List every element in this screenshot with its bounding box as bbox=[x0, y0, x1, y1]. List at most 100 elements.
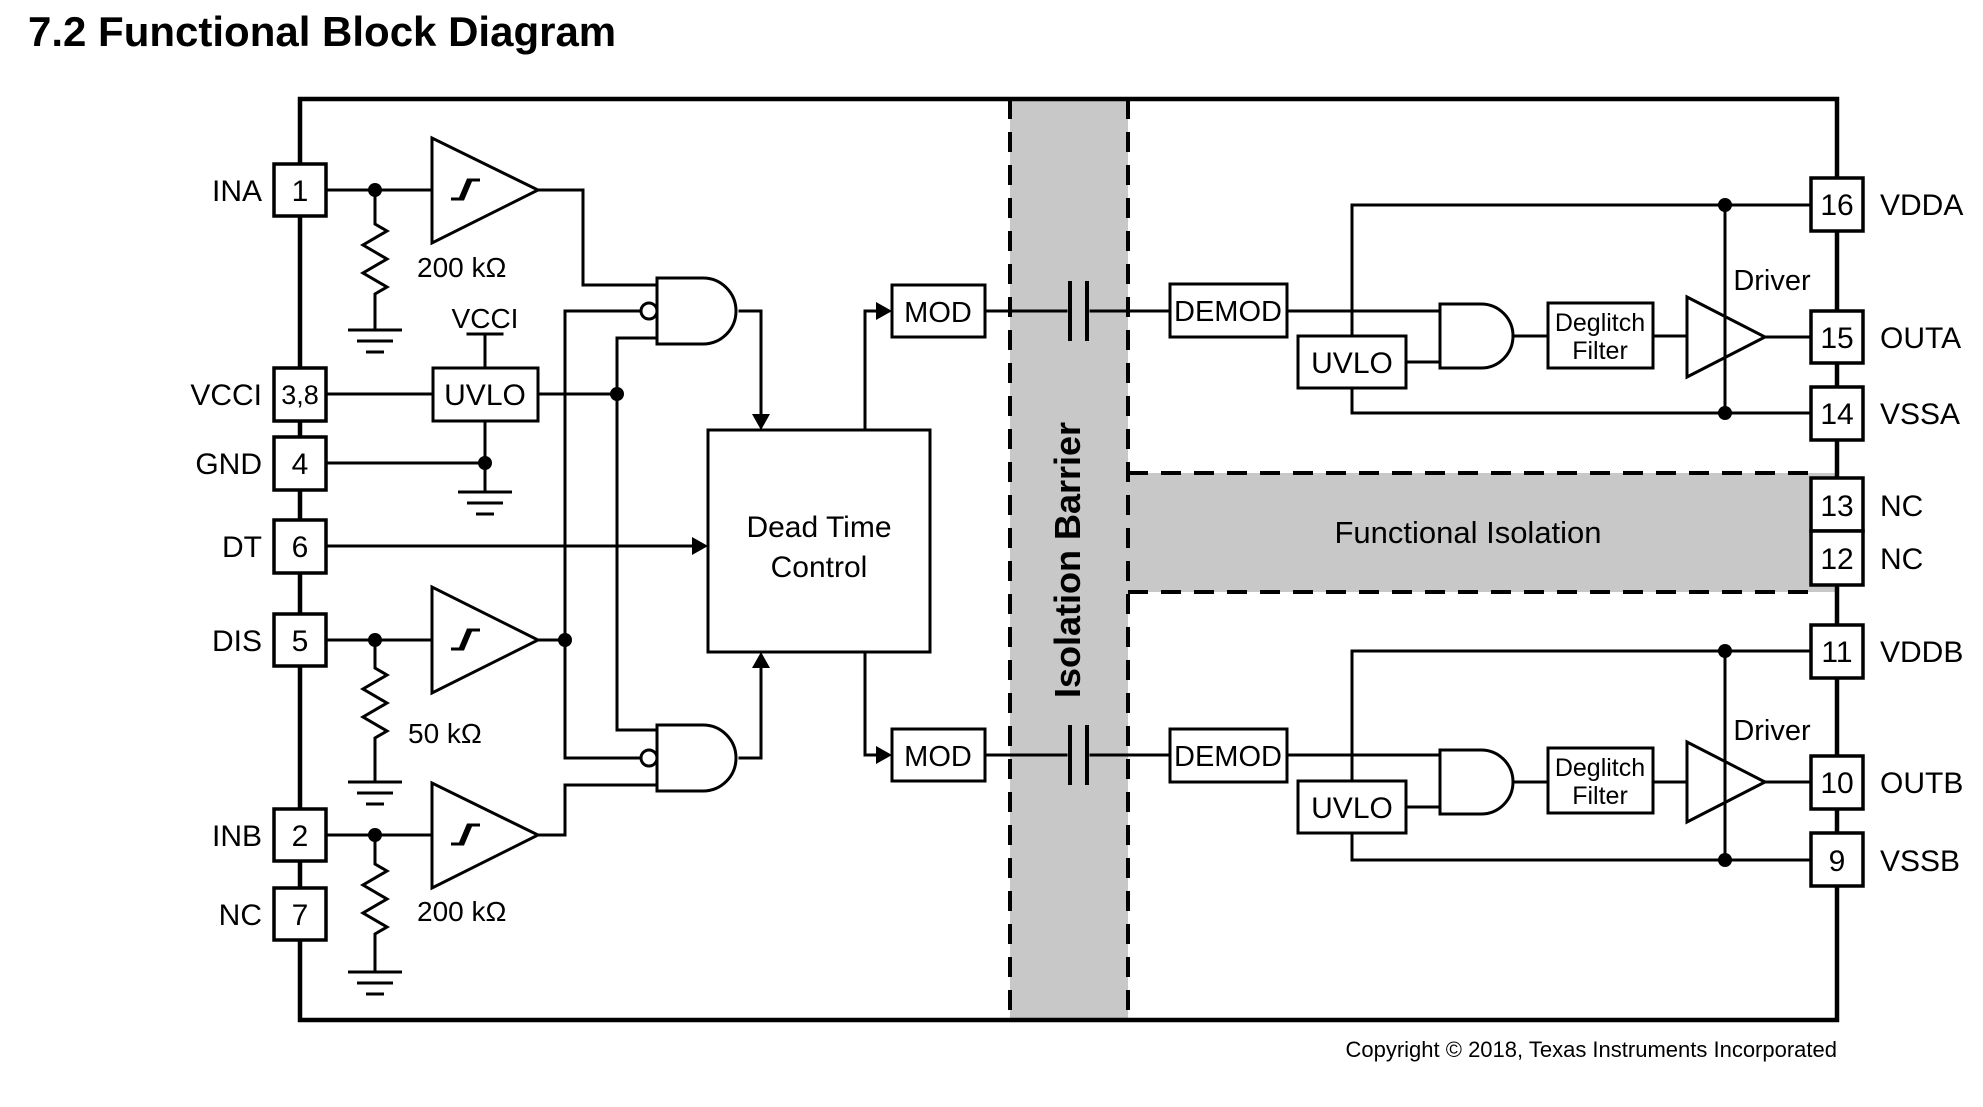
arrowhead-icon bbox=[752, 414, 770, 430]
pin-vcci: 3,8 VCCI bbox=[190, 366, 328, 423]
arrowheads bbox=[692, 302, 892, 764]
resistor-inb-value: 200 kΩ bbox=[417, 896, 506, 927]
pin-dt: 6 DT bbox=[222, 518, 328, 575]
isolation-capacitor-a-icon bbox=[1068, 281, 1089, 341]
pin-label: VCCI bbox=[190, 379, 262, 412]
junction-dot bbox=[1718, 853, 1732, 867]
pin-inb: 2 INB bbox=[212, 807, 328, 863]
copyright-notice: Copyright © 2018, Texas Instruments Inco… bbox=[1345, 1037, 1837, 1062]
schmitt-trigger-inb-icon bbox=[430, 780, 542, 891]
pin-ina: 1 INA bbox=[212, 162, 328, 218]
gate-b-nand-icon bbox=[639, 723, 738, 793]
pin-gnd: 4 GND bbox=[195, 435, 328, 492]
junction-dot bbox=[558, 633, 572, 647]
gate-a-nand-icon bbox=[639, 276, 738, 346]
pin-label: OUTA bbox=[1880, 322, 1961, 355]
junction-dot bbox=[610, 387, 624, 401]
arrowhead-icon bbox=[752, 652, 770, 668]
schmitt-trigger-dis-icon bbox=[430, 584, 542, 696]
resistor-ina-icon bbox=[348, 190, 402, 354]
isolation-barrier-label: Isolation Barrier bbox=[1047, 422, 1088, 698]
arrowhead-icon bbox=[876, 302, 892, 320]
deglitch-filter-a-block: Deglitch Filter bbox=[1546, 301, 1655, 370]
pin-label: VDDB bbox=[1880, 636, 1963, 669]
pin-label: NC bbox=[1880, 543, 1923, 576]
page-title: 7.2 Functional Block Diagram bbox=[28, 8, 616, 55]
resistor-inb-icon bbox=[348, 835, 402, 996]
pin-number: 5 bbox=[292, 625, 309, 658]
junction-dot bbox=[368, 633, 382, 647]
pin-label: NC bbox=[219, 899, 262, 932]
demod-b-label: DEMOD bbox=[1174, 741, 1282, 773]
pin-label: VSSB bbox=[1880, 845, 1960, 878]
vcci-supply-label: VCCI bbox=[452, 303, 519, 334]
and-gate-b-icon bbox=[1438, 748, 1515, 816]
demod-a-block: DEMOD bbox=[1168, 282, 1289, 339]
pin-number: 2 bbox=[292, 820, 309, 853]
pin-number: 7 bbox=[292, 899, 309, 932]
uvlo-left-block: UVLO bbox=[431, 366, 540, 423]
pin-vddb: 11 VDDB bbox=[1809, 623, 1963, 680]
pin-label: OUTB bbox=[1880, 767, 1963, 800]
functional-isolation-band bbox=[1128, 471, 1837, 594]
mod-b-block: MOD bbox=[890, 727, 987, 783]
pin-number: 10 bbox=[1820, 767, 1853, 800]
pin-label: DT bbox=[222, 531, 262, 564]
pin-label: VDDA bbox=[1880, 189, 1963, 222]
pin-vdda: 16 VDDA bbox=[1809, 176, 1963, 233]
pin-number: 1 bbox=[292, 175, 309, 208]
driver-b-label: Driver bbox=[1733, 715, 1811, 747]
pin-label: INB bbox=[212, 820, 262, 853]
pin-number: 11 bbox=[1821, 636, 1852, 669]
junction-dot bbox=[1718, 406, 1732, 420]
uvlo-b-label: UVLO bbox=[1311, 792, 1393, 825]
deglitch-a-line2: Filter bbox=[1572, 337, 1628, 365]
pin-label: VSSA bbox=[1880, 398, 1960, 431]
resistor-dis-icon bbox=[348, 640, 402, 806]
ground-icon bbox=[348, 780, 402, 806]
deglitch-b-line2: Filter bbox=[1572, 782, 1628, 810]
isolation-capacitor-b-icon bbox=[1068, 725, 1089, 785]
isolation-barrier-dashed-lines bbox=[1008, 99, 1130, 1020]
pin-number: 12 bbox=[1820, 543, 1853, 576]
dead-time-line2: Control bbox=[771, 551, 868, 584]
uvlo-b-block: UVLO bbox=[1296, 779, 1408, 835]
junction-dot bbox=[368, 183, 382, 197]
junction-dot bbox=[478, 456, 492, 470]
functional-isolation-label: Functional Isolation bbox=[1334, 515, 1601, 550]
pin-vssa: 14 VSSA bbox=[1809, 385, 1960, 442]
deglitch-a-line1: Deglitch bbox=[1555, 309, 1645, 337]
driver-a-label: Driver bbox=[1733, 265, 1811, 297]
wires bbox=[324, 188, 1812, 862]
deglitch-filter-b-block: Deglitch Filter bbox=[1546, 746, 1655, 815]
resistor-dis-value: 50 kΩ bbox=[408, 718, 482, 749]
resistor-ina-value: 200 kΩ bbox=[417, 252, 506, 283]
pin-number: 15 bbox=[1820, 322, 1853, 355]
mod-a-block: MOD bbox=[890, 283, 987, 339]
uvlo-ground-icon bbox=[458, 490, 512, 516]
dead-time-control-block: Dead Time Control bbox=[706, 428, 932, 654]
inverter-bubble-icon bbox=[639, 301, 659, 321]
pin-number: 14 bbox=[1820, 398, 1853, 431]
mod-a-label: MOD bbox=[904, 297, 972, 329]
pin-outa: 15 OUTA bbox=[1809, 309, 1961, 365]
uvlo-a-block: UVLO bbox=[1296, 334, 1408, 390]
pin-number: 13 bbox=[1820, 490, 1853, 523]
junction-dot bbox=[1718, 644, 1732, 658]
pin-vssb: 9 VSSB bbox=[1809, 831, 1960, 888]
ground-icon bbox=[348, 970, 402, 996]
pin-label: DIS bbox=[212, 625, 262, 658]
pin-nc-12: 12 NC bbox=[1809, 529, 1923, 587]
isolation-barrier-band bbox=[1010, 99, 1128, 1020]
demod-a-label: DEMOD bbox=[1174, 296, 1282, 328]
dead-time-line1: Dead Time bbox=[746, 511, 891, 544]
junction-dots bbox=[368, 183, 1732, 867]
arrowhead-icon bbox=[876, 746, 892, 764]
pin-nc-7: 7 NC bbox=[219, 886, 328, 942]
pin-outb: 10 OUTB bbox=[1809, 754, 1963, 811]
and-gate-a-icon bbox=[1438, 302, 1515, 370]
ground-icon bbox=[348, 328, 402, 354]
deglitch-b-line1: Deglitch bbox=[1555, 754, 1645, 782]
